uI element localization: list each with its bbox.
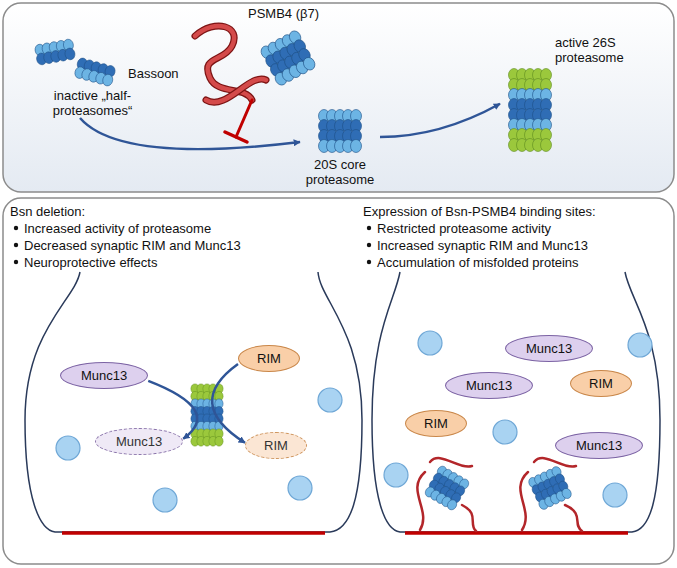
subunit [446, 498, 459, 511]
bullet [367, 243, 371, 247]
bullet-text: Restricted proteasome activity [377, 221, 551, 237]
subunit [560, 487, 572, 500]
node-text: inactive „half-proteasomes“ [25, 88, 160, 118]
proteasome [509, 69, 552, 152]
node-text: Munc13 [466, 378, 512, 393]
node-text: RIM [264, 438, 288, 453]
bullet [367, 226, 371, 230]
top-panel [3, 3, 674, 192]
bullet-text: Increased activity of proteasome [24, 221, 211, 237]
subunit [64, 47, 76, 60]
node-text: Munc13 [576, 438, 622, 453]
synaptic-vesicle [384, 463, 408, 487]
bassoon-threads [417, 458, 582, 531]
bullet-text: Neuroprotective effects [24, 255, 157, 271]
node-text: Munc13 [81, 368, 127, 383]
synaptic-vesicle [56, 436, 80, 460]
node-text: Munc13 [116, 434, 162, 449]
arrow [380, 104, 500, 137]
subunit [351, 140, 362, 153]
panel-heading: Bsn deletion: [10, 204, 85, 220]
proteasome [34, 38, 76, 65]
synaptic-vesicle [628, 333, 652, 357]
proteasome [259, 29, 317, 87]
proteasome-group: 20S core proteasome [300, 112, 380, 187]
proteasome-group: active 26S proteasome [500, 35, 630, 160]
subunit [215, 436, 223, 446]
protein-label: Bassoon [128, 66, 179, 82]
presynaptic-terminal [25, 272, 362, 532]
munc13-protein: Munc13 [60, 362, 148, 389]
bullet-text: Increased synaptic RIM and Munc13 [377, 238, 588, 254]
active-zone [405, 531, 628, 535]
presynaptic-terminal [372, 272, 660, 532]
bassoon-ribbon [195, 26, 266, 142]
munc13-protein: Munc13 [445, 372, 533, 399]
node-text: RIM [589, 376, 613, 391]
synaptic-vesicle [493, 420, 517, 444]
subunit [301, 55, 317, 72]
synaptic-vesicle [418, 331, 442, 355]
proteasome [527, 465, 573, 511]
bullet [14, 260, 18, 264]
node-text: RIM [424, 416, 448, 431]
bottom-panel [3, 198, 674, 564]
bullet [14, 243, 18, 247]
rim-protein: RIM [245, 432, 307, 459]
proteasome [319, 110, 362, 153]
panel-heading: Expression of Bsn-PSMB4 binding sites: [363, 204, 596, 220]
node-text: active 26S proteasome [555, 35, 630, 65]
munc13-protein: Munc13 [505, 335, 593, 362]
protein-label: PSMB4 (β7) [248, 6, 319, 22]
node-text: Munc13 [526, 341, 572, 356]
node-text: 20S core proteasome [300, 157, 380, 187]
arrow [80, 118, 300, 149]
proteasome [424, 465, 471, 512]
node-text: RIM [257, 351, 281, 366]
munc13-protein: Munc13 [95, 428, 183, 455]
bullet [367, 260, 371, 264]
munc13-protein: Munc13 [555, 432, 643, 459]
subunit [101, 73, 114, 87]
proteasome [74, 57, 117, 87]
bullet [14, 226, 18, 230]
bullet-text: Decreased synaptic RIM and Munc13 [24, 238, 241, 254]
synaptic-vesicle [288, 476, 312, 500]
active-zone [62, 531, 325, 535]
rim-protein: RIM [570, 370, 632, 397]
rim-protein: RIM [238, 345, 300, 372]
synaptic-vesicle [318, 388, 342, 412]
arrow [212, 364, 245, 443]
rim-protein: RIM [405, 410, 467, 437]
subunit [541, 139, 552, 152]
synaptic-vesicle [603, 483, 627, 507]
synaptic-vesicle [153, 488, 177, 512]
bullet-text: Accumulation of misfolded proteins [377, 255, 579, 271]
